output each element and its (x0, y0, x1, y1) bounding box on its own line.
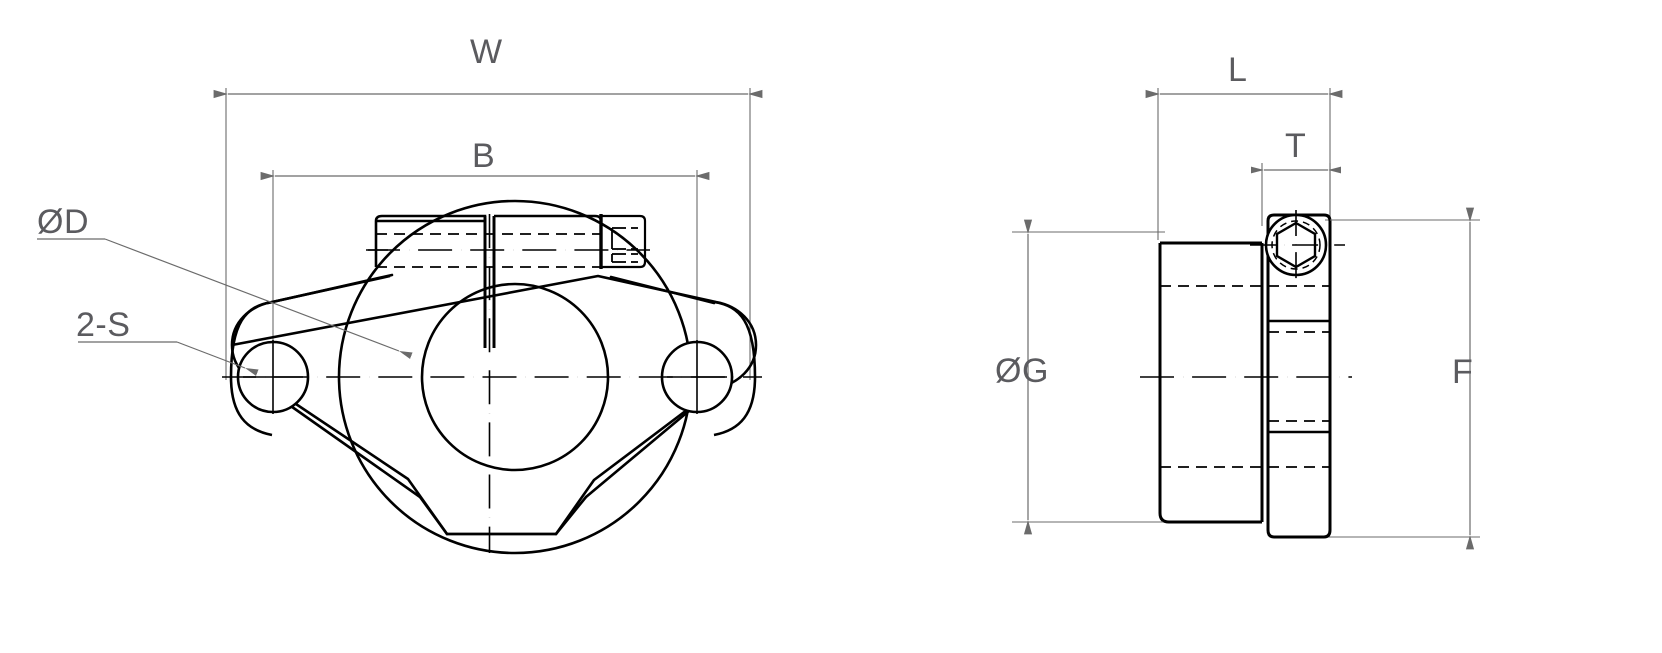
dim-label-T: T (1285, 127, 1307, 165)
side-clamp-collar (1266, 213, 1332, 539)
leader-bore-dia (37, 238, 413, 359)
front-view (37, 88, 763, 555)
dim-label-L: L (1228, 51, 1248, 89)
clamp-slot (483, 216, 496, 348)
dim-label-W: W (470, 33, 503, 71)
side-body-block (1158, 241, 1262, 524)
collar-step-lines (1268, 319, 1330, 434)
leader-mounting-holes (78, 341, 259, 376)
dim-label-G: ØG (995, 352, 1049, 390)
side-hidden-lines (1160, 285, 1330, 468)
dim-label-mounting-holes: 2-S (76, 306, 131, 344)
dimension-T (1250, 163, 1342, 226)
side-view (1012, 88, 1480, 550)
dim-label-B: B (472, 137, 496, 175)
centerlines-front (222, 214, 762, 553)
clamp-bolt-hidden-lines (376, 233, 601, 268)
centerlines-side (1140, 210, 1352, 378)
dim-label-F: F (1452, 353, 1474, 391)
dim-label-bore-diameter: ØD (37, 203, 89, 241)
